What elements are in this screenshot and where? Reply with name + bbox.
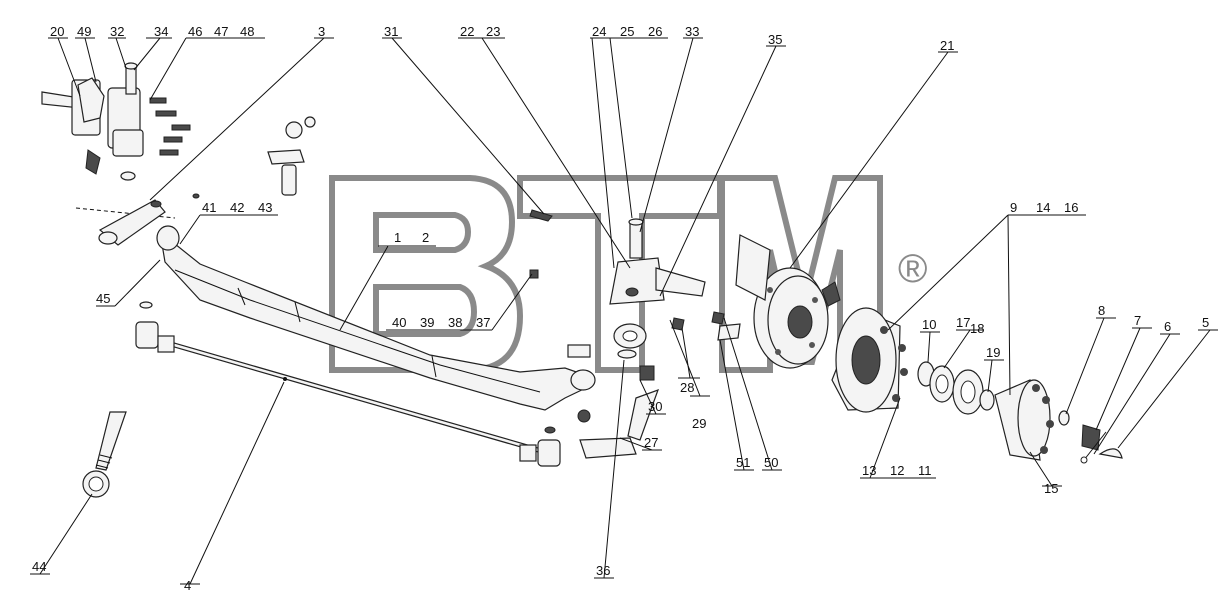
callout-2: 2	[422, 230, 429, 245]
callout-21: 21	[940, 38, 954, 53]
callout-35: 35	[768, 32, 782, 47]
callout-32: 32	[110, 24, 124, 39]
callout-44: 44	[32, 559, 46, 574]
callout-45: 45	[96, 291, 110, 306]
callout-9: 9	[1010, 200, 1017, 215]
callout-28: 28	[680, 380, 694, 395]
wheel-bearings	[917, 361, 995, 415]
eye-bolt	[82, 411, 127, 498]
callout-6: 6	[1164, 319, 1171, 334]
brake-drum	[831, 307, 908, 413]
callout-5: 5	[1202, 315, 1209, 330]
callout-8: 8	[1098, 303, 1105, 318]
callout-48: 48	[240, 24, 254, 39]
callout-12: 12	[890, 463, 904, 478]
steering-arm	[98, 193, 200, 246]
callout-4: 4	[184, 578, 191, 593]
callout-42: 42	[230, 200, 244, 215]
steering-knuckle-left	[41, 62, 191, 219]
callout-33: 33	[685, 24, 699, 39]
callout-14: 14	[1036, 200, 1050, 215]
callout-50: 50	[764, 455, 778, 470]
callout-29: 29	[692, 416, 706, 431]
callout-47: 47	[214, 24, 228, 39]
callout-18: 18	[970, 321, 984, 336]
callout-numbers: 20 49 32 34 46 47 48 3 31 22 23 24 25 26…	[32, 24, 1209, 593]
callout-46: 46	[188, 24, 202, 39]
callout-30: 30	[648, 399, 662, 414]
callout-49: 49	[77, 24, 91, 39]
leader-lines	[30, 37, 1218, 585]
wheel-hub	[994, 379, 1123, 464]
callout-26: 26	[648, 24, 662, 39]
callout-16: 16	[1064, 200, 1078, 215]
callout-3: 3	[318, 24, 325, 39]
callout-17: 17	[956, 315, 970, 330]
callout-15: 15	[1044, 481, 1058, 496]
front-axle-beam	[156, 225, 596, 411]
ball-joint-top	[267, 116, 316, 196]
callout-13: 13	[862, 463, 876, 478]
callout-25: 25	[620, 24, 634, 39]
callout-31: 31	[384, 24, 398, 39]
callout-39: 39	[420, 315, 434, 330]
callout-51: 51	[736, 455, 750, 470]
callout-19: 19	[986, 345, 1000, 360]
callout-22: 22	[460, 24, 474, 39]
callout-1: 1	[394, 230, 401, 245]
callout-41: 41	[202, 200, 216, 215]
callout-24: 24	[592, 24, 606, 39]
callout-10: 10	[922, 317, 936, 332]
callout-7: 7	[1134, 313, 1141, 328]
registered-mark: ®	[898, 247, 927, 291]
brake-assembly	[671, 234, 841, 369]
callout-11: 11	[918, 463, 932, 478]
callout-23: 23	[486, 24, 500, 39]
callout-43: 43	[258, 200, 272, 215]
callout-37: 37	[476, 315, 490, 330]
callout-40: 40	[392, 315, 406, 330]
steering-knuckle-right	[529, 209, 706, 459]
callout-20: 20	[50, 24, 64, 39]
callout-34: 34	[154, 24, 168, 39]
callout-27: 27	[644, 435, 658, 450]
callout-38: 38	[448, 315, 462, 330]
callout-36: 36	[596, 563, 610, 578]
tie-rod	[135, 301, 561, 467]
